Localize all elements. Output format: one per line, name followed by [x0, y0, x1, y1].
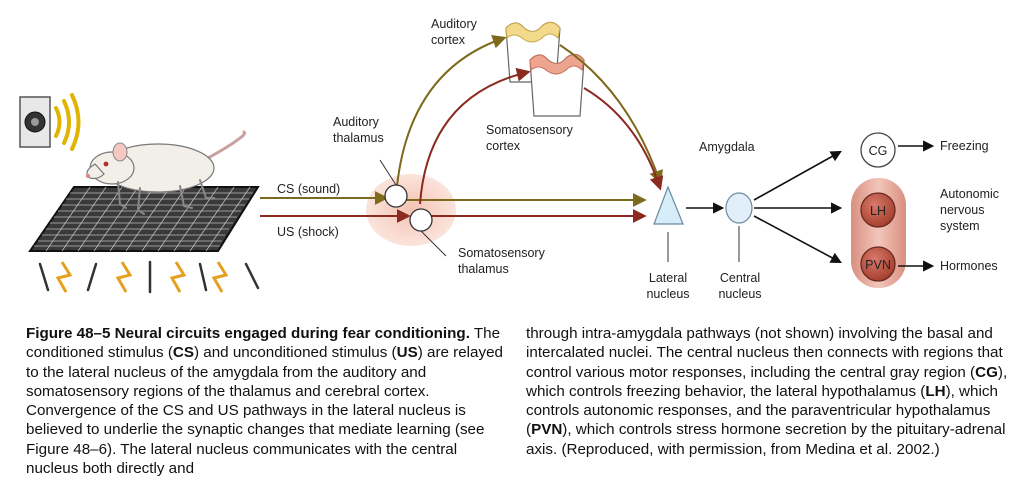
- figure-number: Figure 48–5: [26, 325, 111, 342]
- caption-body-2: through intra-amygdala pathways (not sho…: [526, 325, 1007, 458]
- fear-circuit-diagram: Auditory cortex Somatosensory cortex Aud…: [19, 17, 999, 301]
- rat-illustration: [86, 130, 246, 215]
- central-nucleus-label: Central: [720, 271, 760, 285]
- caption-abbreviation: CS: [172, 344, 194, 362]
- caption-text: ), which controls stress hormone secreti…: [526, 421, 1006, 458]
- pvn-node-label: PVN: [865, 258, 891, 272]
- lh-node-label: LH: [870, 204, 886, 218]
- thalamus-region: [366, 174, 456, 246]
- auditory-thalamus-nucleus: [384, 184, 408, 208]
- central-nucleus-shape: [725, 192, 753, 224]
- somatosensory-thalamus-label: thalamus: [458, 262, 509, 276]
- auditory-cortex-label: Auditory: [431, 17, 478, 31]
- freezing-label: Freezing: [940, 139, 989, 153]
- caption-text: ), which controls freezing behavior, the…: [526, 363, 1008, 400]
- caption-column-1: Figure 48–5 Neural circuits engaged duri…: [26, 324, 510, 478]
- auditory-thalamus-label: thalamus: [333, 131, 384, 145]
- caption-text: ) and unconditioned stimulus (: [194, 344, 397, 362]
- somatosensory-cortex-label: cortex: [486, 139, 521, 153]
- figure-caption: Figure 48–5 Neural circuits engaged duri…: [0, 318, 1024, 504]
- pvn-node: [860, 246, 896, 282]
- caption-abbreviation: PVN: [531, 421, 563, 439]
- caption-text: ), which controls autonomic responses, a…: [526, 382, 998, 439]
- auditory-cortex-label: cortex: [431, 33, 466, 47]
- lateral-nucleus-label: nucleus: [646, 287, 689, 301]
- caption-text: The conditioned stimulus (: [26, 325, 501, 362]
- speaker-icon: [19, 96, 51, 148]
- caption-text: through intra-amygdala pathways (not sho…: [526, 325, 1003, 381]
- caption-text: ) are relayed to the lateral nucleus of …: [26, 344, 503, 478]
- us-pathway: [260, 67, 664, 223]
- us-input-label: US (shock): [277, 225, 339, 239]
- somatosensory-cortex-label: Somatosensory: [486, 123, 574, 137]
- cg-node-label: CG: [869, 144, 888, 158]
- auditory-thalamus-label: Auditory: [333, 115, 380, 129]
- caption-abbreviation: CG: [975, 363, 998, 381]
- sound-waves-icon: [54, 93, 81, 151]
- shock-grid-floor: [28, 186, 260, 252]
- fear-circuit-figure: Auditory cortex Somatosensory cortex Aud…: [19, 17, 999, 301]
- autonomic-label: system: [940, 219, 980, 233]
- caption-abbreviation: US: [396, 344, 418, 362]
- somatosensory-cortex-block: [529, 53, 585, 117]
- amygdala-label: Amygdala: [699, 140, 755, 154]
- autonomic-label: nervous: [940, 203, 984, 217]
- somatosensory-thalamus-label: Somatosensory: [458, 246, 546, 260]
- caption-column-2: through intra-amygdala pathways (not sho…: [526, 324, 1012, 459]
- caption-body-1: The conditioned stimulus (CS) and uncond…: [26, 325, 503, 477]
- lateral-nucleus-label: Lateral: [649, 271, 687, 285]
- cs-input-label: CS (sound): [277, 182, 340, 196]
- hormones-label: Hormones: [940, 259, 998, 273]
- lateral-nucleus-shape: [653, 185, 684, 225]
- autonomic-label: Autonomic: [940, 187, 999, 201]
- caption-title: Neural circuits engaged during fear cond…: [114, 325, 470, 342]
- cs-pathway: [260, 34, 663, 207]
- shock-bolts-icon: [38, 260, 260, 294]
- lh-node: [860, 192, 896, 228]
- cg-node: [860, 132, 896, 168]
- central-nucleus-label: nucleus: [718, 287, 761, 301]
- caption-abbreviation: LH: [925, 382, 946, 400]
- somatosensory-thalamus-nucleus: [409, 208, 433, 232]
